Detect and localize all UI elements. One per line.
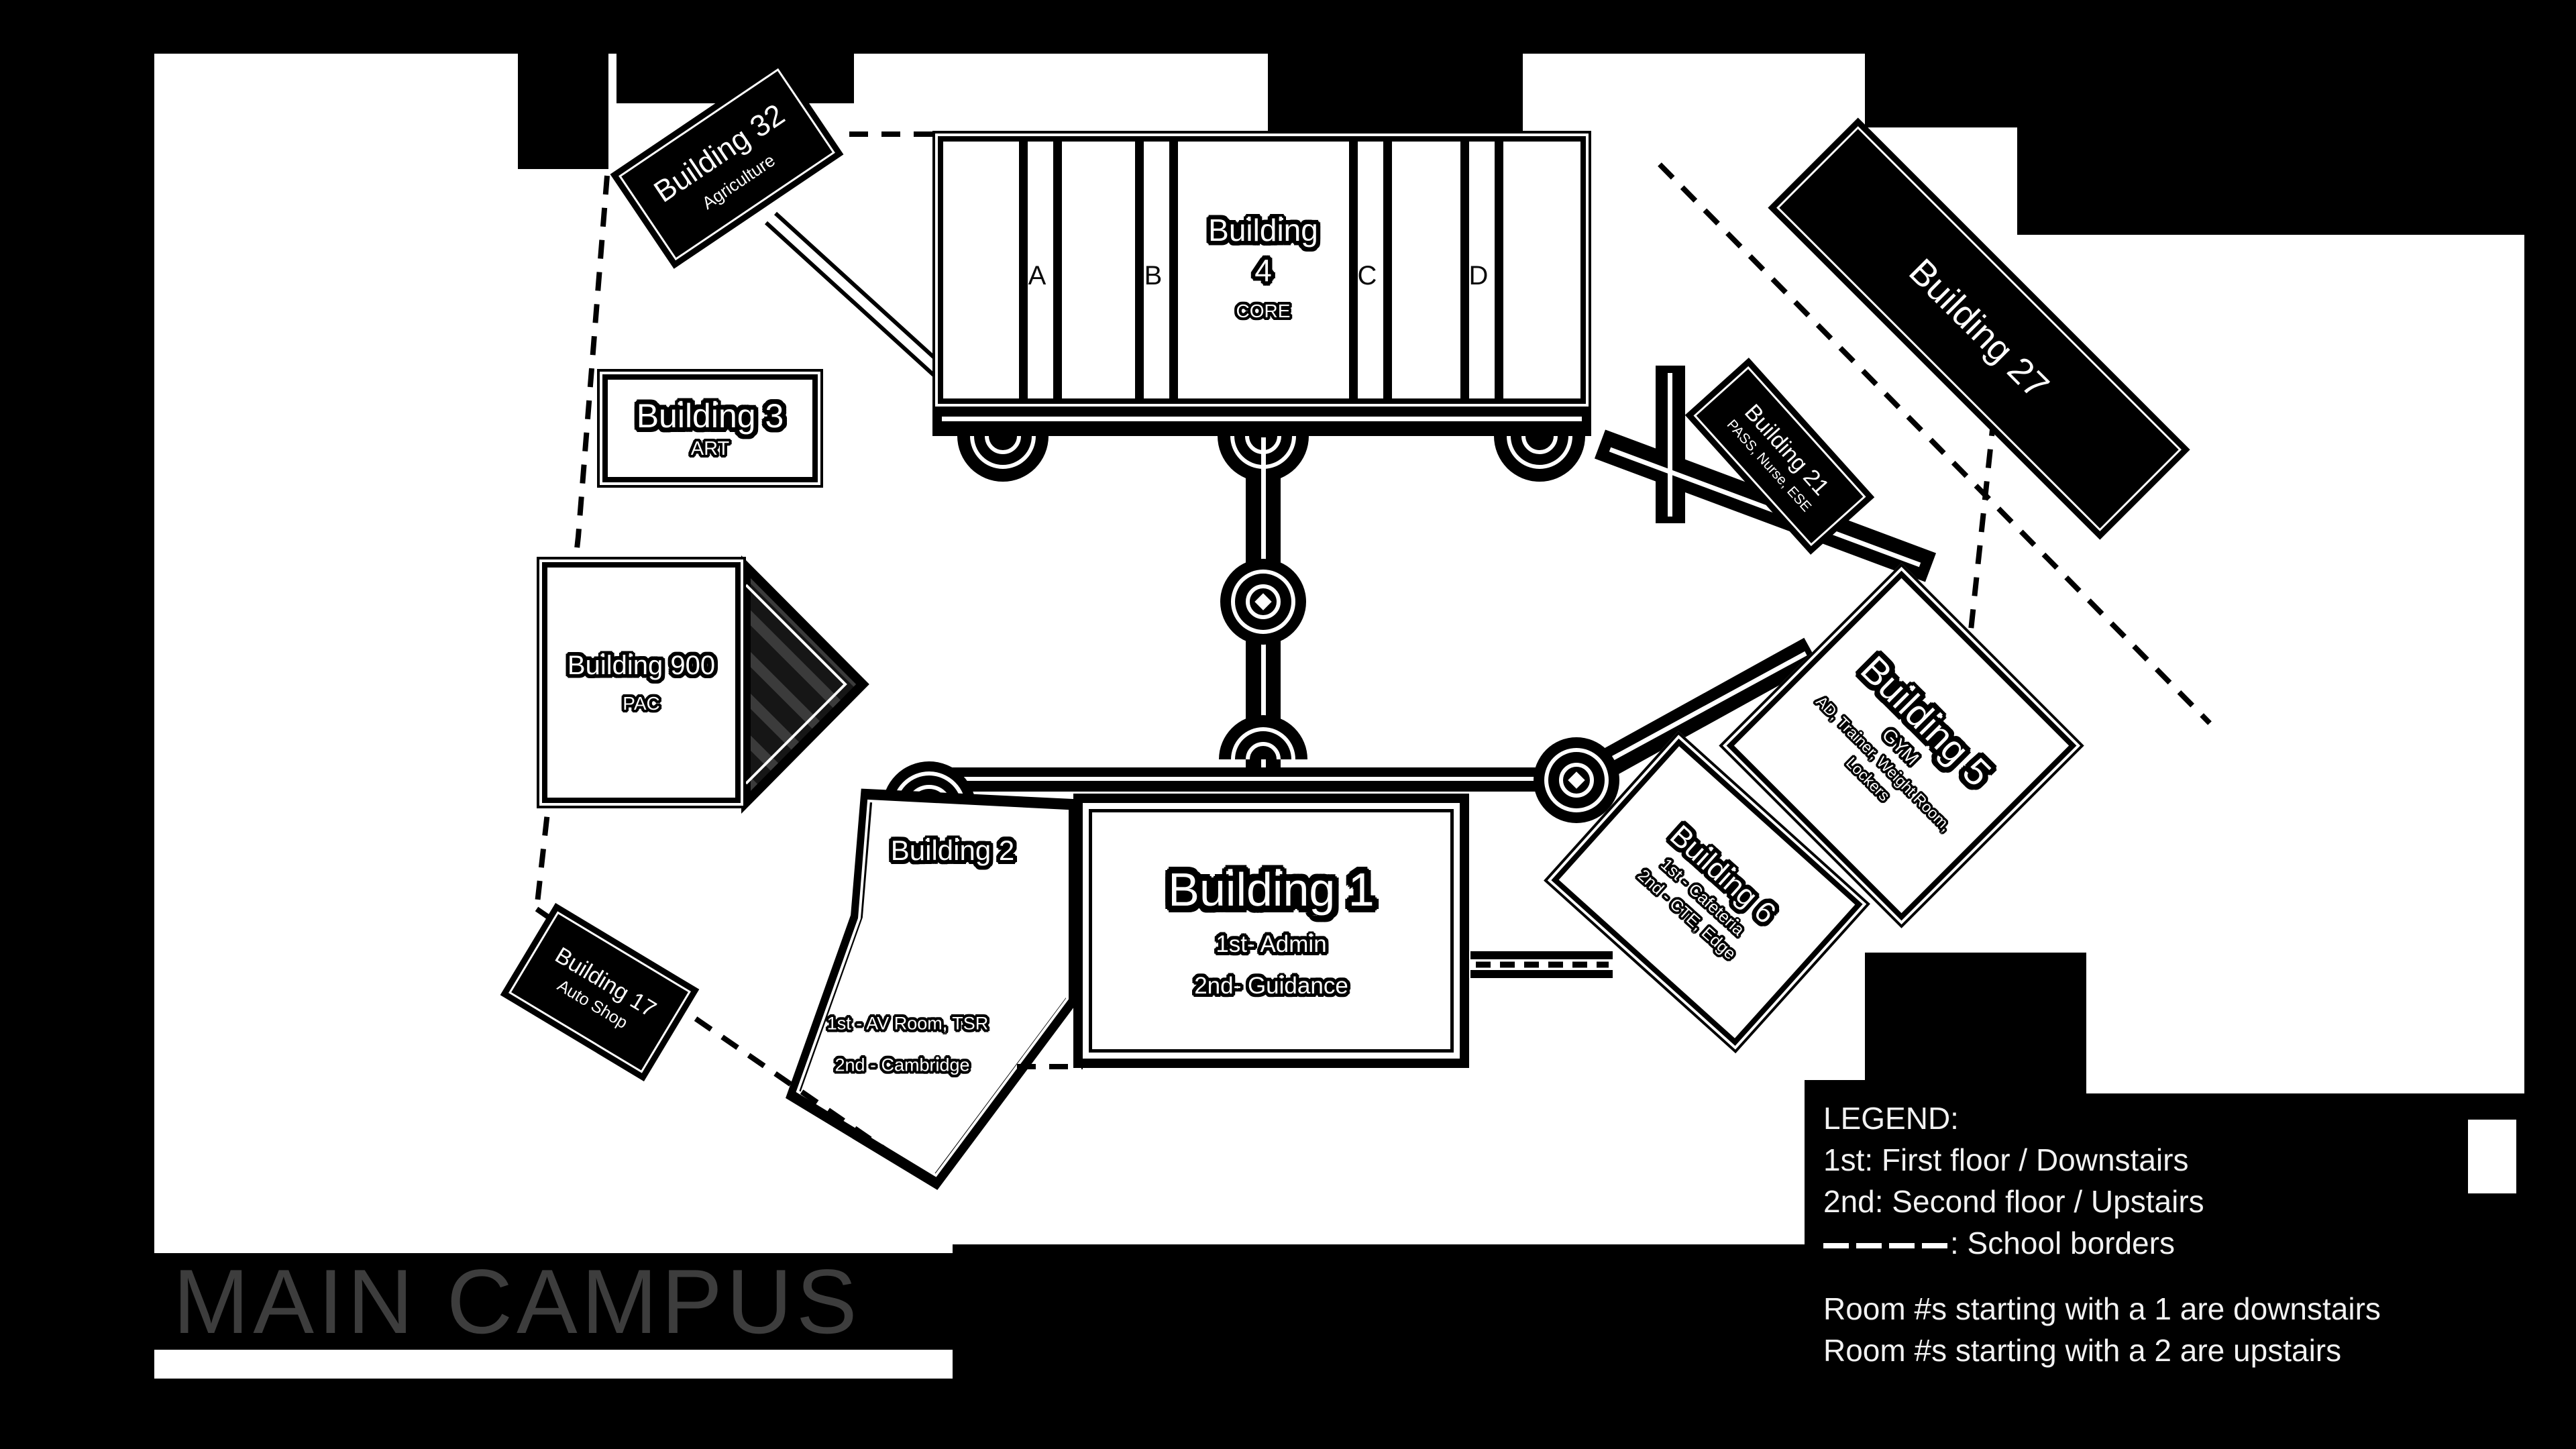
building-4-hall-d: D — [1468, 261, 1489, 290]
building-1-floor2: 2nd- Guidance — [1194, 972, 1348, 999]
building-900: Building 900 PAC — [537, 557, 746, 808]
building-3-name: Building 3 — [636, 397, 784, 435]
building-1: Building 1 1st- Admin 2nd- Guidance — [1073, 794, 1469, 1068]
building-4-hall-c: C — [1357, 261, 1377, 290]
legend-borders-line: : School borders — [1823, 1222, 2381, 1264]
corridor-node — [1534, 737, 1619, 823]
legend: LEGEND: 1st: First floor / Downstairs 2n… — [1823, 1097, 2381, 1371]
building-4: A B C D Building 4 CORE — [932, 131, 1591, 409]
building-3-dept: ART — [690, 438, 730, 460]
corridor-node — [1220, 559, 1306, 645]
page-title: MAIN CAMPUS — [173, 1250, 861, 1352]
building-4-number: 4 — [1254, 253, 1272, 288]
legend-borders-label: : School borders — [1950, 1226, 2175, 1260]
dashed-line-icon — [1922, 1242, 1947, 1248]
building-4-core: CORE — [1236, 301, 1291, 321]
legend-spacer — [1823, 1264, 2381, 1288]
building-4-hall-a: A — [1028, 261, 1046, 290]
dashed-line-icon — [1856, 1242, 1882, 1248]
building-1-name: Building 1 — [1168, 863, 1375, 916]
building-2-name: Building 2 — [890, 835, 1015, 866]
building-900-dept: PAC — [623, 693, 660, 714]
legend-second-floor: 2nd: Second floor / Upstairs — [1823, 1184, 2204, 1219]
building-2-shape — [786, 788, 1078, 1190]
legend-note-downstairs: Room #s starting with a 1 are downstairs — [1823, 1291, 2381, 1326]
building-900-name: Building 900 — [567, 651, 716, 680]
building-2-floor1: 1st - AV Room, TSR — [826, 1013, 989, 1034]
building-2-floor2: 2nd - Cambridge — [835, 1055, 970, 1075]
building-900-stage — [741, 555, 869, 814]
building-3: Building 3 ART — [597, 369, 823, 488]
building-1-floor1: 1st- Admin — [1216, 930, 1327, 957]
silhouette-notches — [518, 52, 1523, 169]
dashed-line-icon — [1823, 1242, 1849, 1248]
building-4-hall-b: B — [1144, 261, 1163, 290]
legend-note-upstairs: Room #s starting with a 2 are upstairs — [1823, 1333, 2342, 1368]
building-900-outline — [539, 559, 743, 806]
building-4-name: Building — [1208, 213, 1318, 248]
white-bar — [2468, 1120, 2516, 1193]
legend-first-floor: 1st: First floor / Downstairs — [1823, 1142, 2189, 1177]
title-band: MAIN CAMPUS — [154, 1250, 1010, 1352]
dashed-line-icon — [1889, 1242, 1915, 1248]
legend-heading: LEGEND: — [1823, 1101, 1959, 1136]
